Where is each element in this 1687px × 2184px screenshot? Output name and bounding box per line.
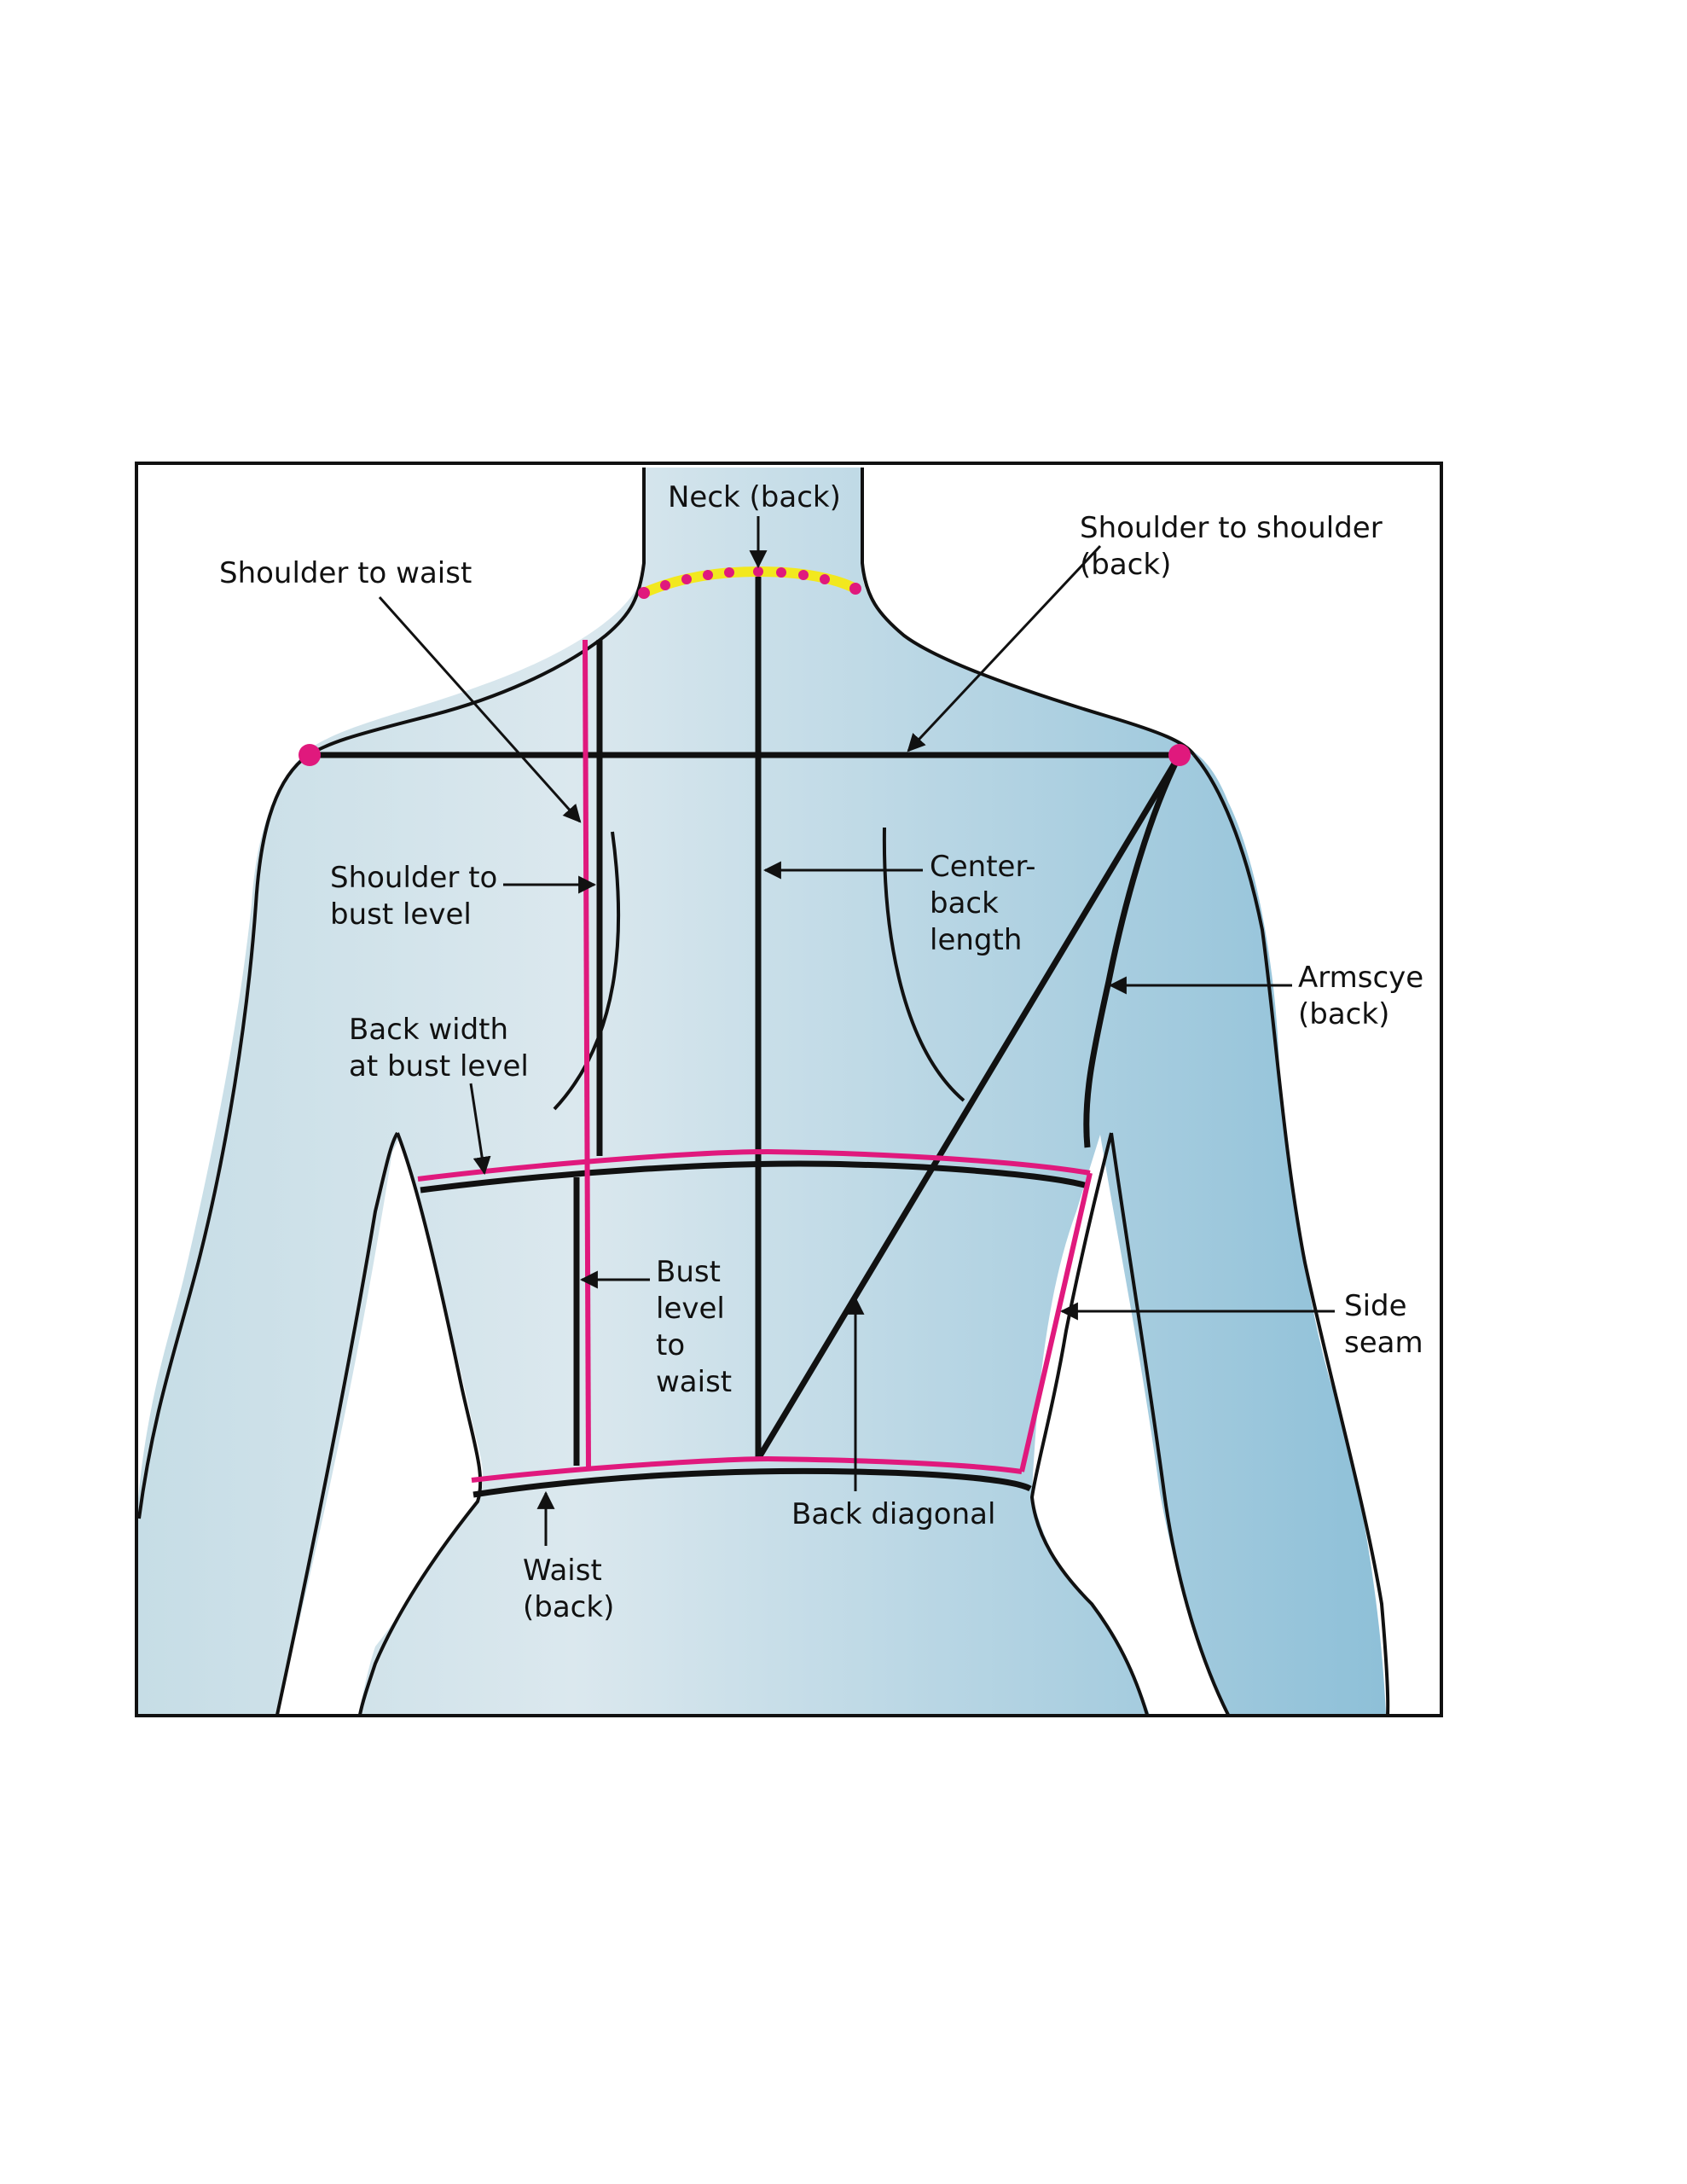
back-width-arrow xyxy=(469,1083,491,1176)
label-center-back-length: Center- back length xyxy=(930,850,1045,957)
left-shoulder-point xyxy=(299,744,321,766)
waist-black-line xyxy=(472,1467,1032,1498)
label-line: level xyxy=(656,1292,725,1326)
neck-dot xyxy=(849,583,861,595)
label-line: bust level xyxy=(330,897,472,932)
neck-dot xyxy=(681,574,692,584)
neck-dot xyxy=(703,570,713,580)
label-back-width-bust: Back width at bust level xyxy=(349,1013,529,1083)
body-outlines xyxy=(137,468,1390,1716)
label-line: Shoulder to shoulder xyxy=(1080,511,1383,545)
highlight-lines xyxy=(417,639,1093,1483)
label-line: seam xyxy=(1344,1326,1423,1360)
label-back-diagonal: Back diagonal xyxy=(791,1497,995,1531)
right-arm-outer-outline xyxy=(1192,753,1390,1716)
left-arm-inner-outline xyxy=(275,1131,399,1716)
shoulder-to-waist-arrow xyxy=(378,596,582,823)
label-waist-back: Waist (back) xyxy=(523,1554,614,1624)
label-shoulder-to-shoulder: Shoulder to shoulder (back) xyxy=(1080,511,1392,582)
left-torso-outline xyxy=(358,1132,483,1716)
bust-level-pink-line xyxy=(417,1148,1091,1182)
label-line: (back) xyxy=(523,1590,614,1624)
label-line: at bust level xyxy=(349,1049,529,1083)
shoulder-to-waist-pink-line xyxy=(583,639,591,1470)
label-line: Armscye xyxy=(1298,961,1423,995)
neck-dot xyxy=(660,580,670,590)
label-line: Bust xyxy=(656,1255,721,1289)
label-line: Back width xyxy=(349,1013,508,1047)
label-line: Side xyxy=(1344,1289,1407,1323)
neck-dot xyxy=(798,570,809,580)
label-line: Center- xyxy=(930,850,1036,884)
left-shoulder-blade-curve xyxy=(553,831,621,1111)
neck-dot xyxy=(724,567,734,578)
neck-dot xyxy=(638,587,650,599)
label-shoulder-to-waist: Shoulder to waist xyxy=(219,556,472,590)
diagram-frame xyxy=(135,462,1443,1717)
label-line: Waist xyxy=(523,1554,602,1588)
label-line: to xyxy=(656,1328,685,1362)
label-shoulder-to-bust: Shoulder to bust level xyxy=(330,861,507,932)
neck-dot xyxy=(753,566,763,577)
back-diagonal-line xyxy=(755,753,1183,1461)
shoulder-to-shoulder-arrow xyxy=(907,544,1102,752)
label-line: waist xyxy=(656,1365,732,1399)
labels: Neck (back) Shoulder to shoulder (back) … xyxy=(219,480,1433,1624)
waist-pink-line xyxy=(471,1455,1023,1483)
neck-left-outline xyxy=(301,468,646,761)
neck-seam-dots xyxy=(638,566,861,599)
neck-dot xyxy=(776,567,786,578)
label-line: back xyxy=(930,886,999,921)
label-line: Shoulder to xyxy=(330,861,497,895)
neck-dot xyxy=(820,574,830,584)
label-line: length xyxy=(930,923,1022,957)
right-arm-inner-outline xyxy=(1110,1132,1230,1716)
right-torso-outline xyxy=(1029,1132,1149,1716)
label-line: (back) xyxy=(1080,548,1171,582)
left-arm-outer-outline xyxy=(137,758,304,1519)
side-seam-pink-line xyxy=(1019,1172,1093,1472)
label-armscye-back: Armscye (back) xyxy=(1298,961,1433,1031)
label-bust-level-to-waist: Bust level to waist xyxy=(656,1255,734,1399)
right-shoulder-point xyxy=(1168,744,1191,766)
neck-back-seam xyxy=(638,566,861,599)
label-line: (back) xyxy=(1298,997,1389,1031)
label-side-seam: Side seam xyxy=(1344,1289,1423,1360)
label-neck-back: Neck (back) xyxy=(668,480,841,514)
bust-level-black-line xyxy=(420,1160,1088,1194)
leader-arrows xyxy=(378,516,1335,1546)
